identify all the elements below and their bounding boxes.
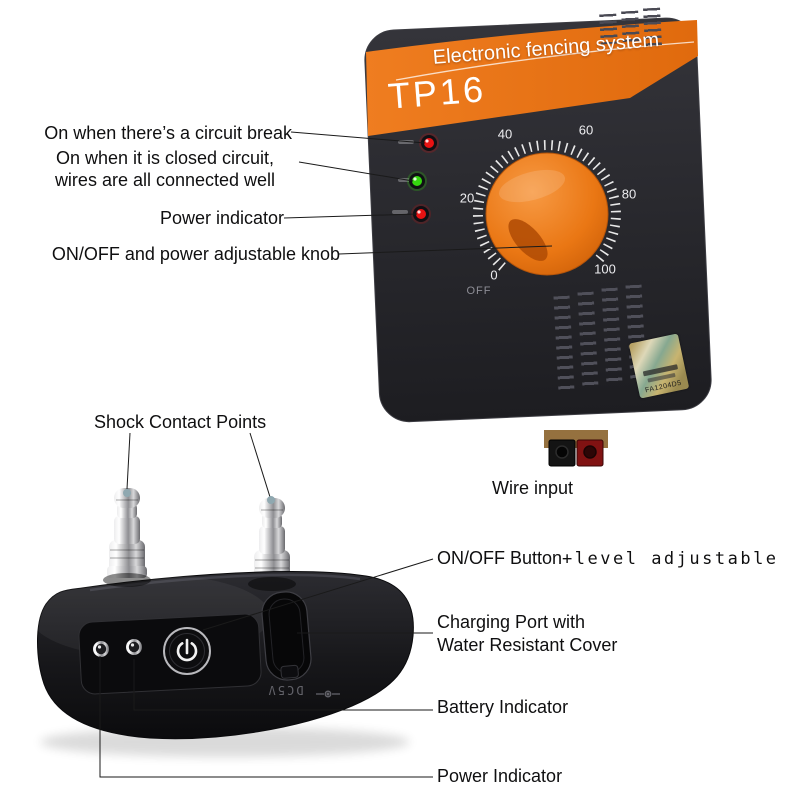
terminal-screw	[583, 445, 597, 459]
collar-power-button	[163, 627, 211, 675]
model-name: TP16	[386, 68, 488, 117]
power-icon	[176, 638, 198, 662]
led-lens	[128, 641, 140, 653]
prong-mid	[114, 516, 140, 544]
led-red-icon	[416, 209, 426, 219]
dial-label-100: 100	[594, 261, 616, 277]
led-highlight	[413, 177, 417, 181]
prong-grooves	[255, 509, 289, 569]
annotation-power-indicator: Power indicator	[159, 208, 284, 228]
power-knob	[485, 152, 609, 276]
annotation-onoff-button: ON/OFF Button+level adjustable	[437, 547, 779, 570]
shock-point-marker-left	[123, 489, 131, 497]
prong-mid	[259, 526, 285, 554]
prong-base	[109, 540, 145, 574]
led-highlight	[417, 210, 421, 214]
dc-polarity-icon	[316, 690, 340, 698]
collar-top-highlight	[89, 573, 361, 592]
line-closed-circuit	[298, 161, 414, 182]
shock-point-marker-right	[267, 496, 275, 504]
dial-label-80: 80	[621, 186, 637, 202]
annotation-battery-indicator: Battery Indicator	[437, 697, 569, 717]
annotation-closed-circuit: On when it is closed circuit, wires are …	[0, 147, 330, 191]
line-circuit-break	[290, 131, 426, 144]
led-lens	[95, 643, 107, 655]
line-shock-right	[249, 432, 271, 498]
dial-label-40: 40	[497, 126, 513, 142]
charging-port-cover	[261, 591, 312, 681]
prong-socket-shadow	[103, 573, 151, 587]
port-cover-outer	[261, 591, 312, 681]
led-highlight	[97, 645, 102, 649]
prong-tip	[259, 498, 285, 518]
line-knob	[338, 245, 553, 255]
circuit-break-led	[419, 133, 439, 153]
annotation-onoff-button-text: ON/OFF Button	[437, 548, 563, 568]
prong-flange	[107, 566, 147, 578]
collar-device	[30, 488, 414, 757]
prong-socket-shadow	[248, 577, 296, 591]
annotation-closed-circuit-line2: wires are all connected well	[54, 170, 276, 190]
annotation-charging-port: Charging Port with Water Resistant Cover	[437, 611, 657, 657]
power-button-inner-ring	[169, 633, 205, 669]
dial-label-60: 60	[578, 122, 594, 138]
annotation-lines	[99, 131, 553, 778]
dial-label-20: 20	[459, 190, 475, 206]
power-led	[411, 204, 431, 224]
annotation-onoff-suffix: +level adjustable	[562, 549, 779, 569]
annotation-charging-line1: Charging Port with	[437, 612, 586, 632]
closed-circuit-led	[407, 171, 427, 191]
annotation-power-indicator-collar: Power Indicator	[437, 766, 563, 786]
knob-pointer	[508, 219, 548, 261]
line-onoff-button	[202, 558, 434, 631]
annotation-circuit-break: On when there’s a circuit break	[44, 123, 292, 143]
annotation-wire-input: Wire input	[492, 478, 574, 498]
led-green-icon	[412, 176, 422, 186]
led-highlight	[130, 643, 135, 647]
line-power-indicator	[283, 213, 418, 219]
dc5v-marking: DC5V	[266, 683, 304, 697]
shock-contact-prong-right	[254, 498, 290, 580]
shock-contact-prong-left	[107, 488, 147, 578]
line-shock-left	[126, 432, 131, 490]
knob-highlight	[498, 169, 566, 203]
annotation-knob: ON/OFF and power adjustable knob	[51, 244, 340, 264]
dial-label-0: 0	[490, 267, 498, 283]
led-red-icon	[424, 138, 434, 148]
annotation-closed-circuit-line1: On when it is closed circuit,	[55, 148, 275, 168]
dial-off-label: OFF	[466, 285, 492, 297]
line-battery-indicator	[133, 659, 433, 711]
collar-battery-indicator-led	[126, 639, 142, 655]
transmitter-device	[364, 17, 712, 467]
collar-power-indicator-led	[93, 641, 109, 657]
line-power-indicator-collar	[99, 656, 433, 778]
port-cover-tab	[280, 664, 299, 679]
annotation-shock-points: Shock Contact Points	[94, 412, 267, 432]
wire-terminals	[544, 430, 608, 467]
terminal-screw	[555, 445, 569, 459]
annotation-charging-line2: Water Resistant Cover	[437, 635, 618, 655]
led-highlight	[425, 139, 429, 143]
prong-tip	[114, 488, 140, 508]
prong-grooves	[110, 499, 144, 559]
